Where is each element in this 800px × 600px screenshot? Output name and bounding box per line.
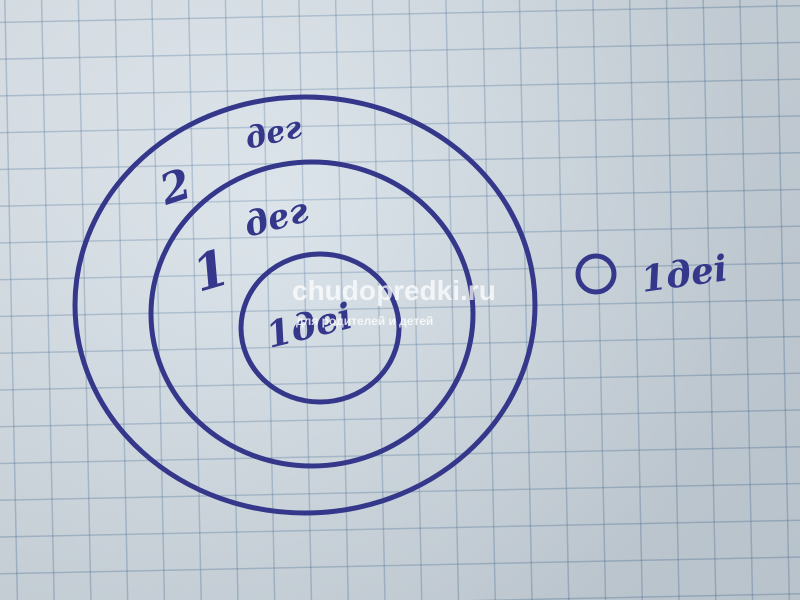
outer-ring-number: 2 [153,159,197,215]
middle-ring-label: дег [240,190,313,245]
inner-circle [238,251,402,405]
side-note-label: 1деі [638,247,730,301]
middle-ring-number: 1 [186,237,236,303]
watermark-tagline: для родителей и детей [296,314,433,328]
watermark-site: chudopredki.ru [292,275,496,306]
middle-circle [148,159,476,469]
small-circle [575,253,617,295]
outer-circle [72,94,538,516]
outer-ring-label: дег [242,110,305,157]
